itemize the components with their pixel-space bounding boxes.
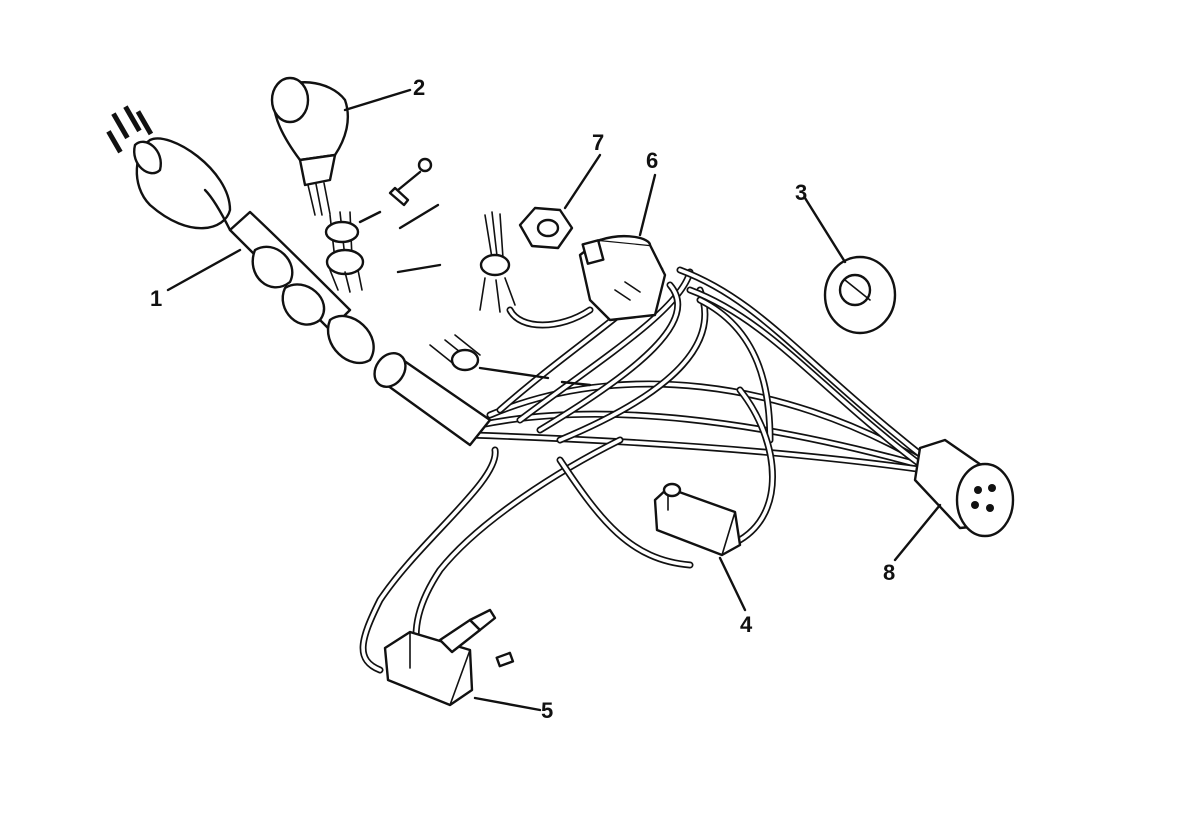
callout-6: 6 [646, 148, 658, 173]
wire-bundle [359, 266, 934, 674]
connector-shell-item-2 [270, 76, 349, 216]
leader-lines [166, 88, 942, 712]
wire-splice-left [324, 211, 365, 293]
callout-3: 3 [795, 180, 807, 205]
toggle-switch-item-5 [383, 608, 515, 707]
hex-nut-item-7 [518, 206, 574, 250]
callout-labels: 1 2 3 4 5 6 7 8 [150, 75, 895, 723]
grommet-item-3 [823, 255, 897, 335]
callout-5: 5 [541, 698, 553, 723]
connector-plug-item-1 [106, 105, 375, 365]
receptacle-item-8 [913, 438, 1015, 538]
relay-box-item-4 [653, 482, 742, 557]
callout-1: 1 [150, 286, 162, 311]
receptacle-sockets [971, 484, 996, 512]
wire-splice-center [429, 211, 592, 387]
callout-4: 4 [740, 612, 753, 637]
switch-item-6 [578, 235, 667, 322]
plug-pins [106, 105, 154, 154]
harness-sleeve [373, 352, 492, 447]
callout-7: 7 [592, 130, 604, 155]
callout-2: 2 [413, 75, 425, 100]
callout-8: 8 [883, 560, 895, 585]
terminal-lugs [358, 157, 442, 274]
harness-wires [359, 266, 934, 674]
